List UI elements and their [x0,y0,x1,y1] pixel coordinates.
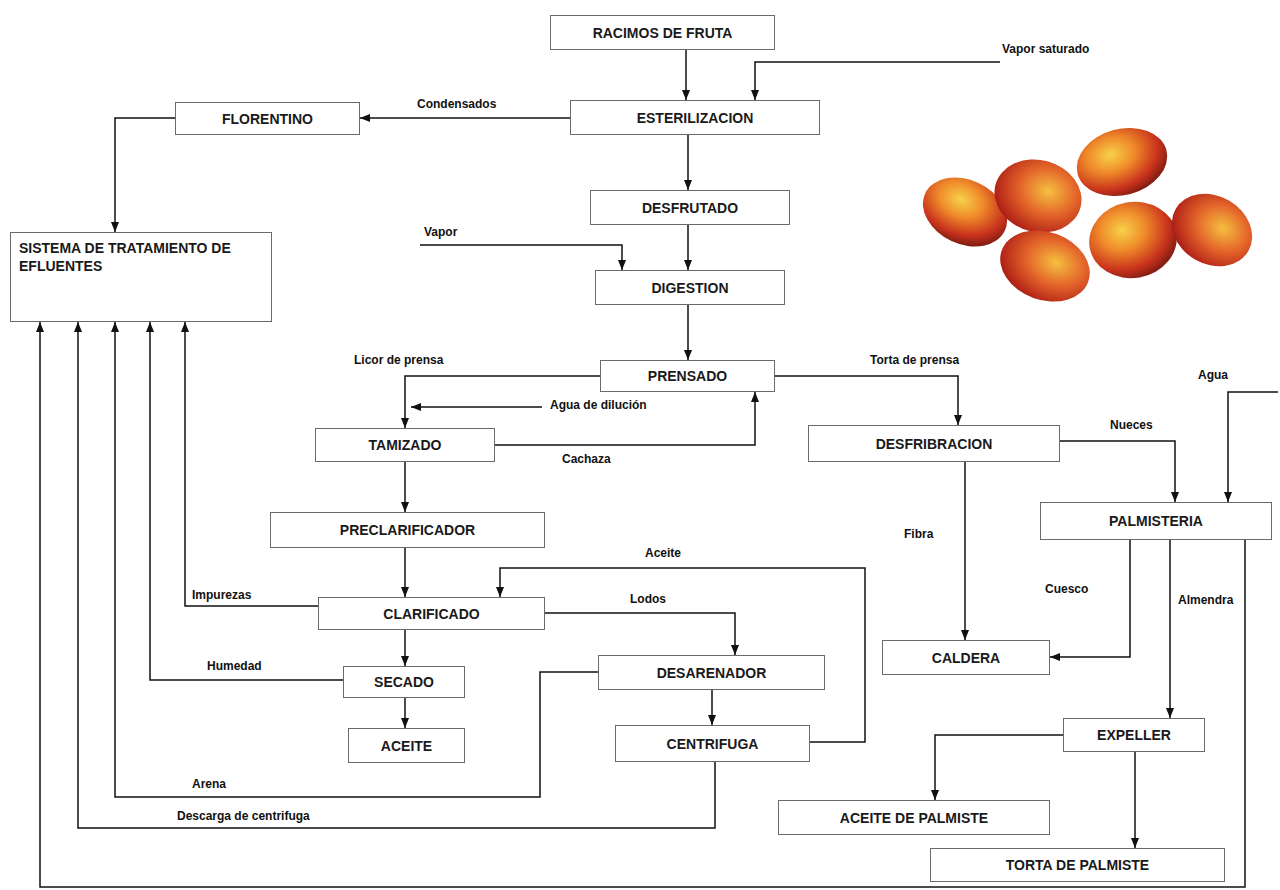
process-box: ESTERILIZACION [570,100,820,135]
box-label: CLARIFICADO [383,605,479,623]
flow-arrow [404,548,406,597]
flow-label: Descarga de centrifuga [175,809,312,823]
box-label: TORTA DE PALMISTE [1006,856,1149,874]
process-box: FLORENTINO [175,102,360,135]
process-box: DESARENADOR [598,655,825,690]
flow-label: Licor de prensa [352,353,445,367]
box-label: SECADO [374,673,434,691]
steam-input-arrow [755,62,1000,100]
process-box: CENTRIFUGA [615,725,810,762]
box-label: DESFRUTADO [642,199,738,217]
process-box: DESFRUTADO [590,190,790,225]
flow-arrow [1134,752,1136,848]
water-input-arrow [411,406,542,408]
flow-arrow [687,305,689,360]
box-label: DIGESTION [651,279,728,297]
flow-label: Humedad [205,659,264,673]
box-label: PRECLARIFICADOR [340,521,475,539]
process-box: CALDERA [882,640,1050,675]
box-label: PALMISTERIA [1109,512,1203,530]
flow-arrow [40,322,1245,887]
input-label: Agua de dilución [548,398,649,412]
flow-arrow [687,225,689,270]
box-label: EXPELLER [1097,726,1171,744]
box-label: CENTRIFUGA [667,735,759,753]
flow-arrow [495,392,755,445]
box-label: ESTERILIZACION [637,109,754,127]
flow-arrow [404,698,406,728]
flow-arrow [360,117,570,119]
process-box: PRECLARIFICADOR [270,512,545,548]
process-box: TORTA DE PALMISTE [930,848,1225,882]
box-label: CALDERA [932,649,1000,667]
flow-arrow [115,118,175,232]
process-box: DESFRIBRACION [808,425,1060,462]
flow-label: Fibra [902,527,935,541]
process-box: EXPELLER [1063,718,1205,752]
flow-arrow [687,135,689,190]
flow-label: Lodos [628,592,668,606]
flow-arrow [1169,540,1171,718]
process-box: RACIMOS DE FRUTA [550,15,775,50]
flow-arrow [775,376,958,425]
box-label: FLORENTINO [222,110,313,128]
box-label: DESARENADOR [657,664,767,682]
flow-label: Condensados [415,97,498,111]
box-label: PRENSADO [648,367,727,385]
flow-arrow [404,630,406,666]
box-label: SISTEMA DE TRATAMIENTO DE EFLUENTES [19,239,263,275]
flow-arrow [964,462,966,640]
process-box: PRENSADO [600,360,775,392]
flow-arrow [685,50,687,100]
flow-arrow [1050,540,1130,657]
box-label: ACEITE [381,737,432,755]
process-box: ACEITE [348,728,465,763]
box-label: RACIMOS DE FRUTA [593,24,733,42]
flow-label: Cachaza [560,452,613,466]
flow-label: Almendra [1176,593,1235,607]
box-label: TAMIZADO [369,436,442,454]
flow-arrow [115,322,598,797]
flow-label: Torta de prensa [868,353,961,367]
flow-label: Nueces [1108,418,1155,432]
flow-label: Arena [190,777,228,791]
flow-arrow [185,322,318,606]
flow-arrow [500,568,865,742]
flow-arrow [404,462,406,512]
input-label: Vapor [422,225,459,239]
flow-arrow [545,613,735,655]
flow-label: Aceite [643,546,683,560]
process-box: SECADO [343,666,465,698]
process-box: TAMIZADO [315,428,495,462]
water-input-arrow [1228,392,1278,502]
flow-arrow [711,690,713,725]
flow-label: Cuesco [1043,582,1090,596]
process-box: PALMISTERIA [1040,502,1272,540]
palm-fruits [912,118,1266,313]
flow-arrow [150,322,343,680]
process-box: DIGESTION [595,270,785,305]
flow-arrow [1060,441,1175,502]
steam-input-arrow [420,245,622,270]
flow-label: Impurezas [190,588,253,602]
process-box: SISTEMA DE TRATAMIENTO DE EFLUENTES [10,232,272,322]
input-label: Vapor saturado [1000,42,1091,56]
input-arrows [411,62,1278,502]
box-label: ACEITE DE PALMISTE [840,809,988,827]
input-label: Agua [1196,368,1230,382]
process-box: ACEITE DE PALMISTE [778,800,1050,835]
flow-arrow [935,735,1063,800]
process-box: CLARIFICADO [318,597,545,630]
box-label: DESFRIBRACION [876,435,993,453]
